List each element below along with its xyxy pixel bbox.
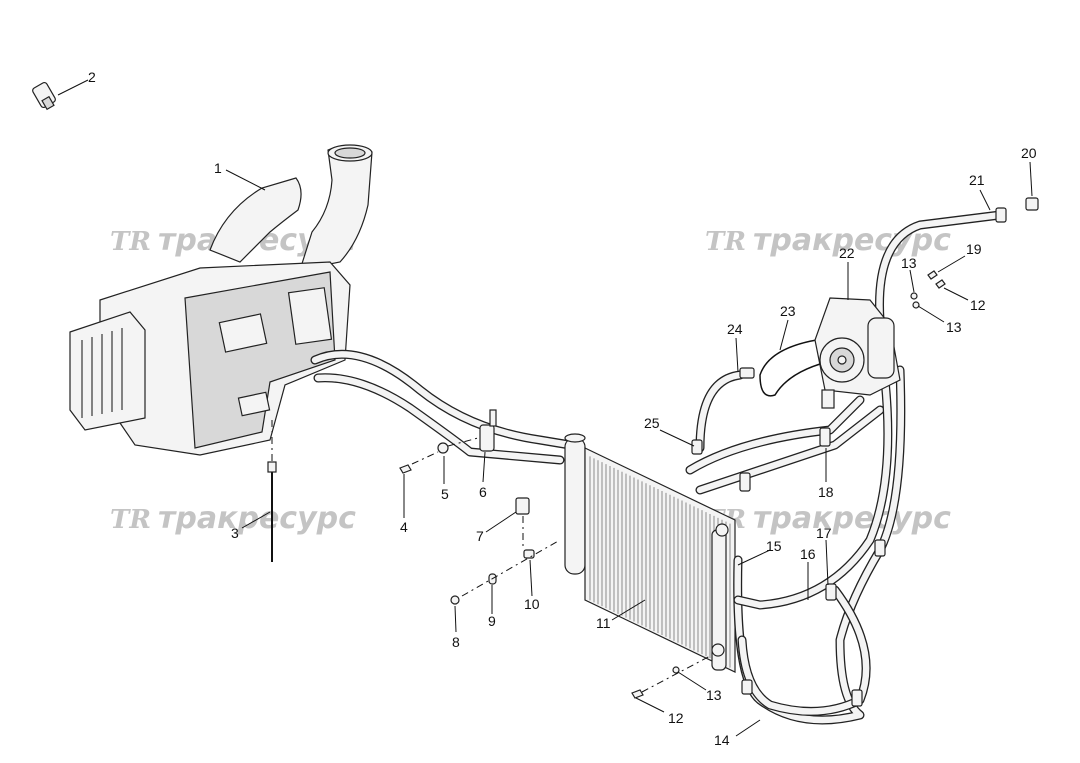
callout-6: 6 [479,484,487,500]
leader-lines [57,79,1033,737]
callout-12-top: 12 [970,297,986,313]
watermark-logo: TR [110,227,151,257]
callout-20: 20 [1021,145,1037,161]
callout-17: 17 [816,525,832,541]
callout-7: 7 [476,528,484,544]
callout-5: 5 [441,486,449,502]
part-condenser [564,433,736,673]
callout-18: 18 [818,484,834,500]
callout-13-right: 13 [946,319,962,335]
part-compressor [814,297,901,409]
callout-1: 1 [214,160,222,176]
grille [81,328,123,418]
callout-14: 14 [714,732,730,748]
watermark-logo: TR [110,505,151,535]
callout-23: 23 [780,303,796,319]
callout-10: 10 [524,596,540,612]
callout-12-bottom: 12 [668,710,684,726]
callout-22: 22 [839,245,855,261]
part-sensor [32,81,56,111]
callout-21: 21 [969,172,985,188]
watermark-text: тракресурс [158,501,356,536]
callout-3: 3 [231,525,239,541]
part-pipe-bracket [479,409,497,452]
part-fasteners-right [631,270,946,699]
callout-8: 8 [452,634,460,650]
part-hvac-unit [69,144,575,465]
callout-11: 11 [596,615,611,631]
callout-19: 19 [966,241,982,257]
callout-24: 24 [727,321,743,337]
watermark-text: тракресурс [753,501,951,536]
part-hoses [685,197,1039,725]
callout-16: 16 [800,546,816,562]
callout-9: 9 [488,613,496,629]
watermark-3: TR тракресурс [110,501,356,536]
callout-25: 25 [644,415,660,431]
callout-15: 15 [766,538,782,554]
callout-13-top: 13 [901,255,917,271]
callout-13-bottom: 13 [706,687,722,703]
callout-labels: 1 2 3 4 5 6 7 8 9 10 11 12 13 14 15 16 1… [88,69,1037,748]
part-drain-tube [267,420,277,562]
part-fasteners [399,437,561,605]
callout-4: 4 [400,519,408,535]
watermark-logo: TR [705,227,746,257]
callout-2: 2 [88,69,96,85]
